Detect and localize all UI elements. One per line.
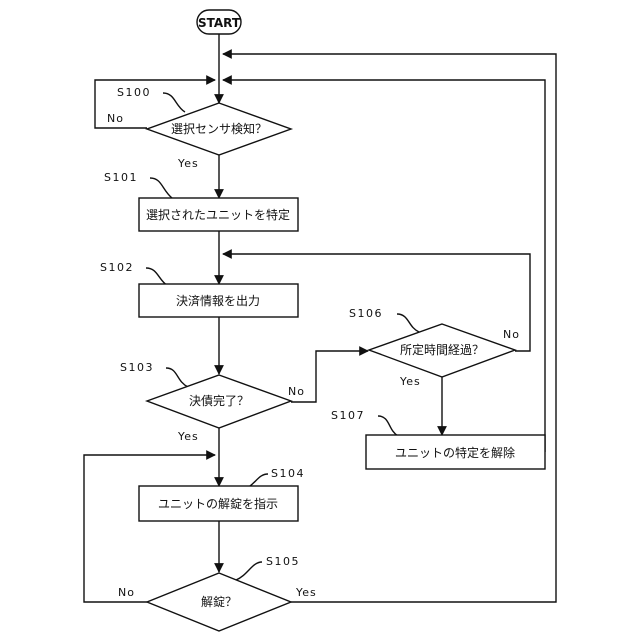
step-id-s102: S102 xyxy=(100,261,134,274)
leader-s103 xyxy=(166,368,188,387)
decision-s100-text: 選択センサ検知？ xyxy=(171,122,267,136)
leader-s101 xyxy=(150,178,172,198)
start-label: START xyxy=(198,16,241,30)
s100-no-label: No xyxy=(107,112,124,125)
step-id-s100: S100 xyxy=(117,86,151,99)
s105-yes-label: Yes xyxy=(295,586,317,599)
s105-no-label: No xyxy=(118,586,135,599)
process-s104-text: ユニットの解錠を指示 xyxy=(158,496,278,511)
leader-s107 xyxy=(378,416,398,436)
decision-s106-text: 所定時間経過？ xyxy=(400,342,484,357)
connector-s105-no-loop xyxy=(84,455,215,602)
step-id-s106: S106 xyxy=(349,307,383,320)
decision-s105-text: 解錠？ xyxy=(201,594,237,609)
step-id-s101: S101 xyxy=(104,171,138,184)
leader-s102 xyxy=(146,268,168,286)
process-s107-text: ユニットの特定を解除 xyxy=(395,445,515,460)
step-id-s107: S107 xyxy=(331,409,365,422)
process-s101-text: 選択されたユニットを特定 xyxy=(146,207,290,222)
leader-s105 xyxy=(236,562,262,580)
s106-yes-label: Yes xyxy=(399,375,421,388)
s103-no-label: No xyxy=(288,385,305,398)
s100-yes-label: Yes xyxy=(177,157,199,170)
step-id-s103: S103 xyxy=(120,361,154,374)
s103-yes-label: Yes xyxy=(177,430,199,443)
leader-s106 xyxy=(397,314,419,332)
s106-no-label: No xyxy=(503,328,520,341)
process-s102-text: 決済情報を出力 xyxy=(176,293,260,308)
step-id-s104: S104 xyxy=(271,467,305,480)
step-id-s105: S105 xyxy=(266,555,300,568)
leader-s100 xyxy=(163,93,185,112)
decision-s103-text: 決債完了？ xyxy=(189,393,249,408)
